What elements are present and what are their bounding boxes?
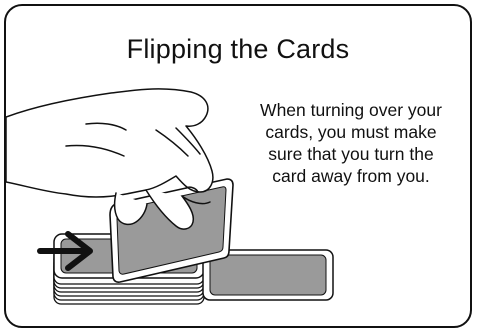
instruction-panel: Flipping the Cards When turning over you… xyxy=(4,4,472,328)
card-flipping-illustration xyxy=(6,6,470,326)
hand-illustration xyxy=(6,89,213,229)
